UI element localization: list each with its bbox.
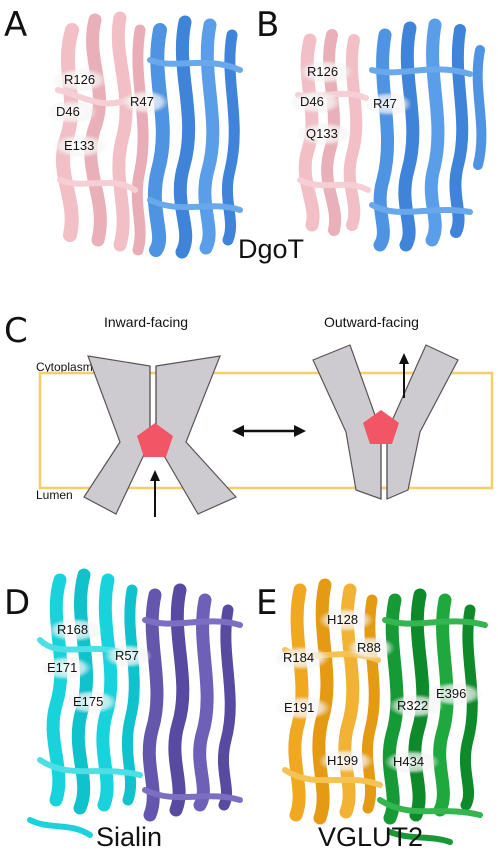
arrow-up-icon (150, 470, 160, 481)
outward-facing-label: Outward-facing (324, 314, 419, 330)
protein-name-sialin: Sialin (96, 822, 162, 852)
residue-label: E396 (436, 686, 466, 701)
residue-label: R126 (64, 72, 95, 87)
panel-a: A R126 D46 R47 E133 (4, 5, 243, 259)
panel-c: C Inward-facing Outward-facing Cytoplasm… (4, 311, 494, 517)
residue-label: E191 (284, 700, 314, 715)
residue-label: R88 (357, 640, 381, 655)
residue-label: H434 (393, 754, 424, 769)
panel-e: E H128 R184 R88 E396 R322 (256, 578, 488, 852)
panel-b: B R126 D46 R47 Q133 (256, 5, 487, 252)
arrow-up-icon (399, 353, 409, 364)
residue-label: E175 (73, 694, 103, 709)
residue-label: D46 (56, 104, 80, 119)
panel-d: D R168 E171 R57 E175 Sialin (4, 568, 243, 852)
residue-label: H199 (327, 753, 358, 768)
panel-a-letter: A (4, 5, 27, 45)
residue-label: E171 (47, 660, 77, 675)
cytoplasm-label: Cytoplasm (36, 360, 93, 374)
protein-name-vglut2: VGLUT2 (318, 822, 423, 852)
residue-label: R47 (373, 96, 397, 111)
protein-name-dgot: DgoT (238, 234, 304, 264)
substrate-pentagon (137, 423, 173, 457)
residue-label: R47 (130, 94, 154, 109)
residue-label: R184 (283, 650, 314, 665)
panel-d-letter: D (4, 583, 30, 623)
residue-label: R126 (307, 64, 338, 79)
equilibrium-arrow-icon (232, 425, 306, 437)
membrane-box (38, 371, 494, 490)
residue-label: R322 (397, 698, 428, 713)
panel-e-letter: E (256, 583, 277, 623)
substrate-pentagon (363, 410, 399, 444)
sialin-c-domain (142, 583, 243, 822)
residue-label: D46 (300, 94, 324, 109)
vglut2-c-domain (377, 588, 488, 845)
dgot-a-n-domain (55, 11, 149, 256)
panel-b-letter: B (256, 5, 279, 45)
inward-facing-label: Inward-facing (104, 314, 188, 330)
panel-c-letter: C (4, 311, 28, 351)
lumen-label: Lumen (36, 488, 73, 502)
outward-transporter (312, 344, 459, 500)
dgot-b-c-domain (369, 18, 487, 252)
residue-label: R57 (115, 648, 139, 663)
residue-label: Q133 (306, 126, 338, 141)
residue-label: H128 (327, 612, 358, 627)
dgot-a-c-domain (147, 15, 243, 259)
residue-label: E133 (64, 138, 94, 153)
residue-label: R168 (57, 622, 88, 637)
inward-transporter (83, 355, 238, 517)
